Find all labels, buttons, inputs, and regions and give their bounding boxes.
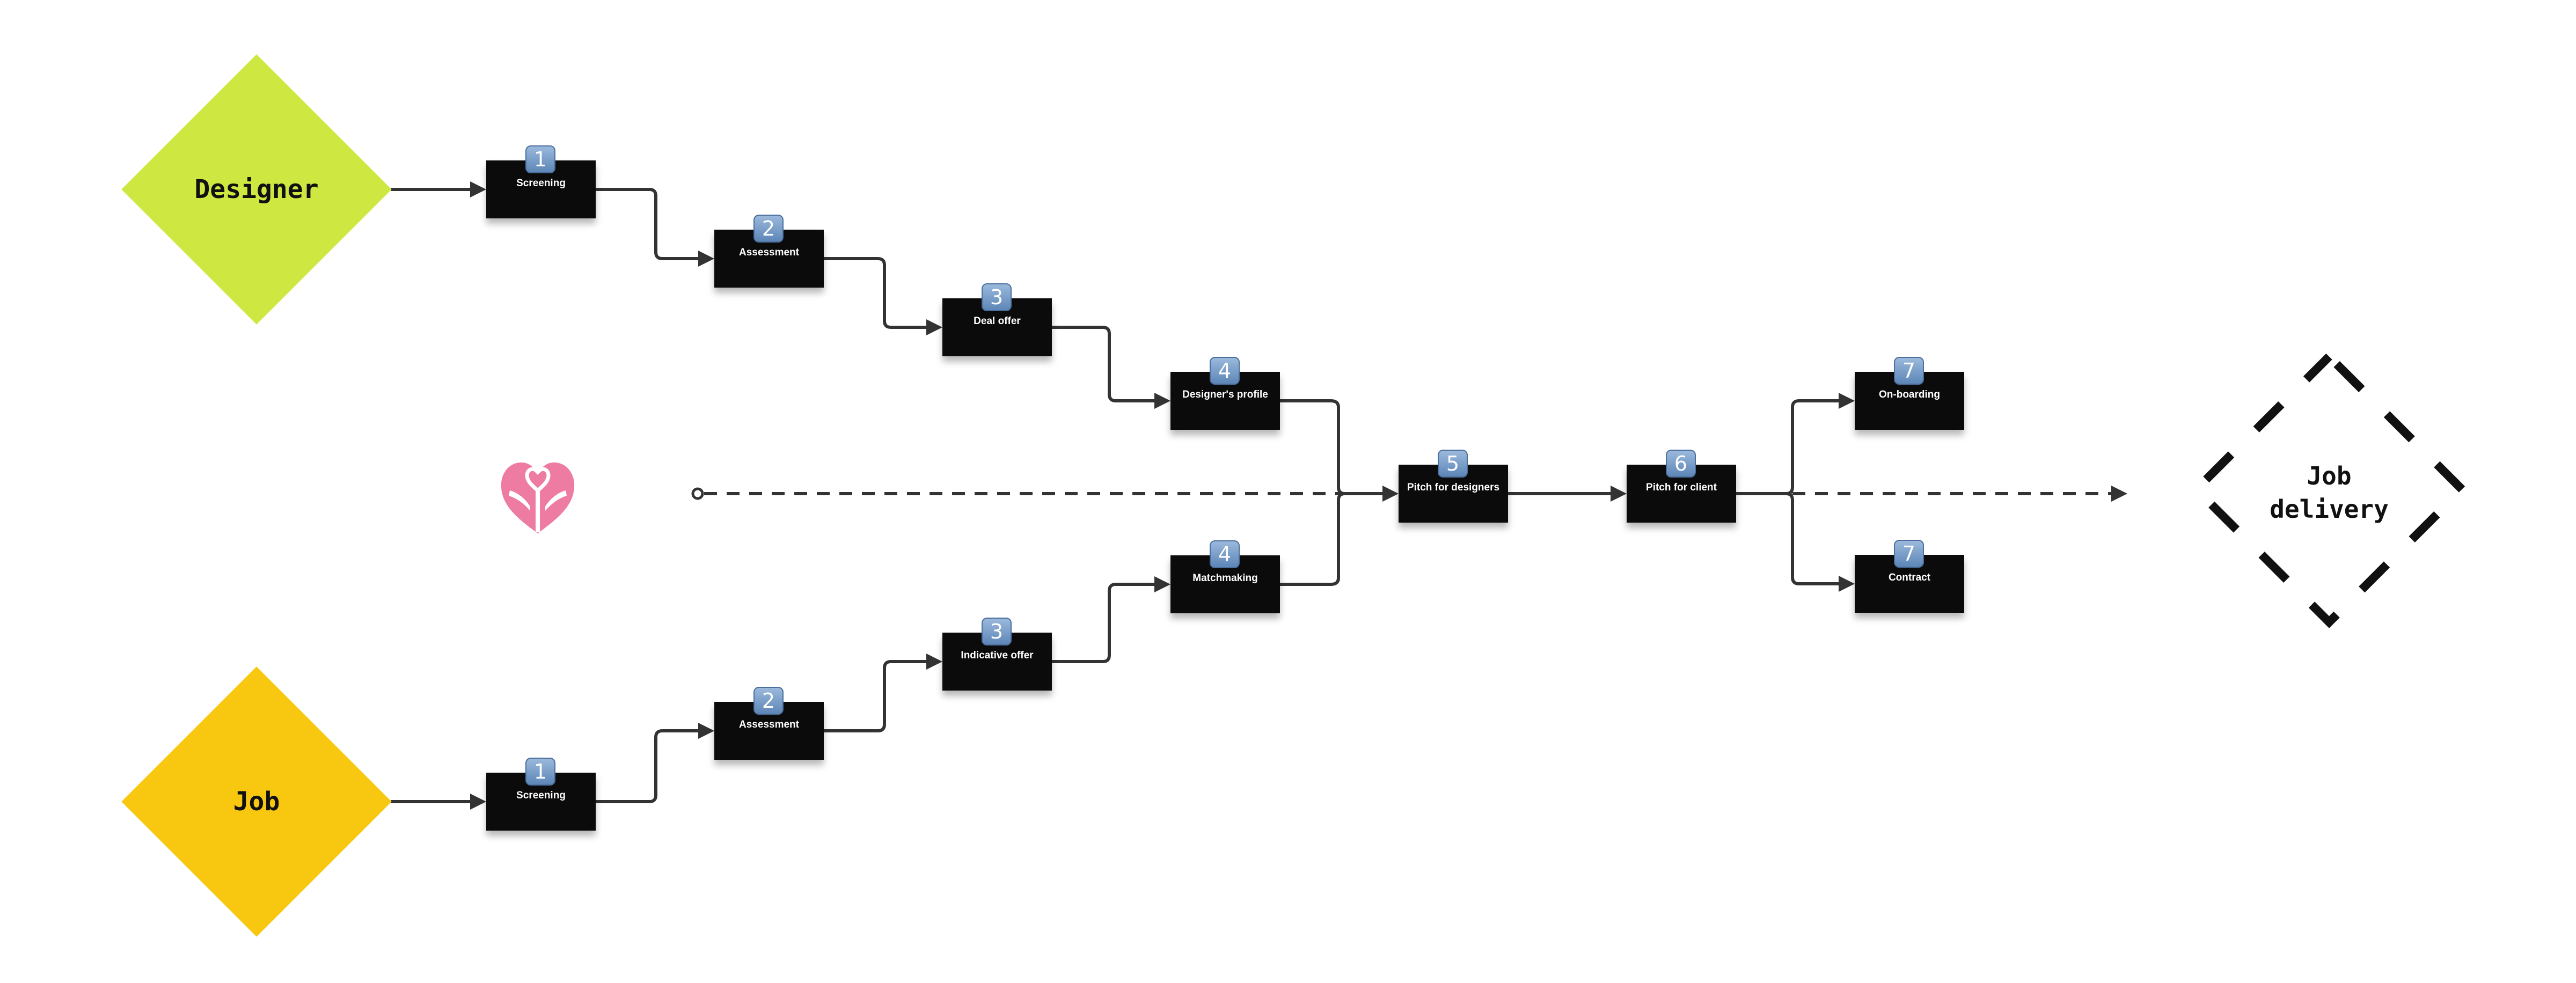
connector-pitch-client-to-onboarding [1736, 393, 1855, 495]
connector-j-assessment-to-indicative-offer [824, 654, 942, 732]
step-deal-offer[interactable]: 3 Deal offer [942, 283, 1052, 356]
step-label: Pitch for client [1646, 482, 1717, 493]
connector-matchmaking-to-pitch [1280, 492, 1345, 586]
step-designer-assessment[interactable]: 2 Assessment [714, 215, 824, 288]
step-number-badge: 6 [1666, 450, 1696, 478]
step-label: On-boarding [1879, 389, 1940, 400]
step-label: Contract [1888, 572, 1931, 583]
step-job-screening[interactable]: 1 Screening [486, 758, 596, 831]
connector-d-assessment-to-deal-offer [824, 257, 942, 335]
step-job-assessment[interactable]: 2 Assessment [714, 687, 824, 760]
step-number-badge: 7 [1894, 357, 1924, 385]
step-designer-screening[interactable]: 1 Screening [486, 145, 596, 218]
step-on-boarding[interactable]: 7 On-boarding [1855, 357, 1964, 430]
step-label: Screening [516, 790, 566, 801]
timeline-start-marker [691, 487, 704, 500]
step-contract[interactable]: 7 Contract [1855, 540, 1964, 613]
step-indicative-offer[interactable]: 3 Indicative offer [942, 618, 1052, 691]
step-number-badge: 2 [753, 687, 784, 715]
connector-d-screening-to-assessment [596, 188, 714, 267]
step-designers-profile[interactable]: 4 Designer's profile [1170, 357, 1280, 430]
step-label: Deal offer [974, 316, 1021, 327]
job-diamond-label: Job [233, 787, 280, 817]
connector-indicative-offer-to-matchmaking [1052, 576, 1170, 663]
step-pitch-for-client[interactable]: 6 Pitch for client [1627, 450, 1736, 523]
step-number-badge: 3 [982, 618, 1012, 645]
job-delivery-diamond [2190, 350, 2468, 628]
step-label: Assessment [739, 719, 799, 730]
connector-pitch-client-to-contract [1785, 492, 1855, 592]
step-number-badge: 4 [1210, 540, 1240, 568]
step-number-badge: 2 [753, 215, 784, 243]
step-number-badge: 1 [525, 145, 555, 173]
connector-designers-profile-to-pitch [1280, 399, 1399, 502]
heart-hands-logo-icon [501, 462, 575, 533]
step-label: Pitch for designers [1407, 482, 1500, 493]
step-number-badge: 5 [1438, 450, 1468, 478]
designer-diamond-label: Designer [194, 174, 319, 204]
step-label: Designer's profile [1182, 389, 1268, 400]
step-number-badge: 4 [1210, 357, 1240, 385]
job-delivery-label: Job delivery [2270, 461, 2389, 524]
step-number-badge: 7 [1894, 540, 1924, 568]
step-matchmaking[interactable]: 4 Matchmaking [1170, 540, 1280, 613]
step-number-badge: 1 [525, 758, 555, 786]
step-label: Screening [516, 178, 566, 189]
connector-deal-offer-to-designers-profile [1052, 326, 1170, 409]
connector-j-screening-to-assessment [596, 723, 714, 803]
step-pitch-for-designers[interactable]: 5 Pitch for designers [1399, 450, 1508, 523]
step-number-badge: 3 [982, 283, 1012, 311]
step-label: Matchmaking [1192, 573, 1258, 584]
step-label: Assessment [739, 247, 799, 258]
step-label: Indicative offer [961, 650, 1034, 661]
